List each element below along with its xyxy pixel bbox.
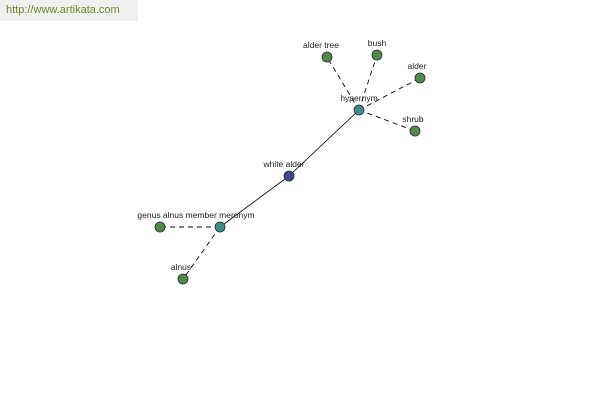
graph-node-bush[interactable] [371,49,383,61]
graph-node-alder[interactable] [414,72,426,84]
edge-hypernym-alder_tree [326,56,360,111]
edge-hypernym-bush [358,54,378,111]
edge-hypernym-shrub [358,109,416,132]
graph-label-meronym: genus alnus member meronym [137,210,254,220]
graph-node-meronym[interactable] [214,221,226,233]
graph-edges [160,54,421,280]
graph-labels: white alder hypernym genus alnus member me… [137,38,426,272]
edge-white_alder-hypernym [288,109,360,177]
graph-node-white-alder[interactable] [283,170,295,182]
graph-node-alder-tree[interactable] [321,51,333,63]
graph-label-alder: alder [408,61,427,71]
graph-node-hypernym[interactable] [353,104,365,116]
graph-label-alnus: alnus [171,262,191,272]
graph-node-alnus[interactable] [177,273,189,285]
edge-hypernym-alder [358,77,421,111]
site-link[interactable]: http://www.artikata.com [6,4,120,16]
edge-white_alder-meronym [219,175,290,228]
edge-meronym-alnus [182,226,221,280]
graph-label-hypernym: hypernym [340,93,377,103]
graph-label-alder-tree: alder tree [303,40,339,50]
graph-nodes [154,49,426,285]
graph-label-bush: bush [368,38,387,48]
graph-node-genus-alnus-leaf[interactable] [154,221,166,233]
graph-label-shrub: shrub [402,114,424,124]
graph-node-shrub[interactable] [409,125,421,137]
graph-label-white-alder: white alder [262,159,304,169]
site-url-banner: http://www.artikata.com [0,0,138,21]
